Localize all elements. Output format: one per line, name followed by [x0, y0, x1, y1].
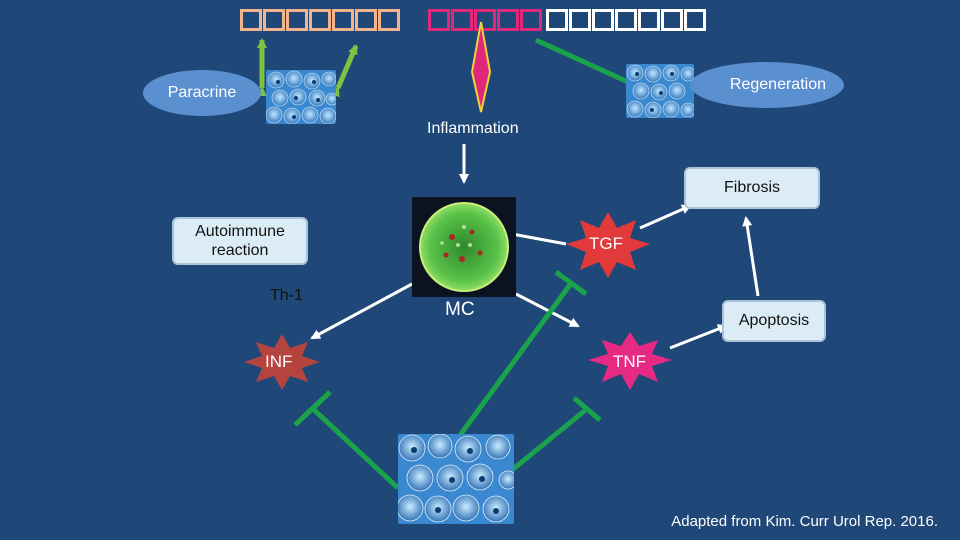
- regeneration-link: [534, 37, 630, 85]
- title-glyph-box: [638, 9, 660, 31]
- tgf-fibrosis-arrow: [639, 204, 692, 230]
- apoptosis-label: Apoptosis: [738, 312, 810, 330]
- tnf-label: TNF: [613, 352, 647, 371]
- inhibit-tnf-line: [510, 406, 590, 472]
- title-glyph-box: [263, 9, 285, 31]
- inhibit-inf-line: [310, 406, 400, 490]
- title-glyph-box: [240, 9, 262, 31]
- citation-text: Adapted from Kim. Curr Urol Rep. 2016.: [671, 513, 938, 530]
- title-glyph-box: [592, 9, 614, 31]
- inhibit-tnf-bar: [572, 396, 602, 422]
- tnf-apoptosis-arrow: [669, 324, 728, 350]
- paracrine-label: Paracrine: [167, 84, 237, 101]
- title-glyph-box: [615, 9, 637, 31]
- title-glyph-box: [355, 9, 377, 31]
- title-glyph-box: [286, 9, 308, 31]
- fibrosis-label: Fibrosis: [723, 179, 780, 197]
- title-glyph-box: [546, 9, 568, 31]
- inflammation-diamond-arrow: [470, 21, 492, 113]
- mc-tgf-line: [511, 232, 567, 246]
- title-glyph-box: [497, 9, 519, 31]
- tgf-label: TGF: [589, 234, 623, 253]
- stem-cells-image-regeneration: [626, 64, 694, 118]
- title-glyph-box: [569, 9, 591, 31]
- title-glyph-box: [661, 9, 683, 31]
- title-glyph-box: [309, 9, 331, 31]
- inflammation-label: Inflammation: [427, 120, 519, 137]
- title-glyphs-pink: [428, 6, 542, 36]
- mc-label: MC: [445, 299, 475, 320]
- th1-label: Th-1: [270, 287, 303, 304]
- title-glyph-box: [332, 9, 354, 31]
- tgf-star: [566, 212, 650, 278]
- title-glyph-box: [378, 9, 400, 31]
- title-glyph-box: [451, 9, 473, 31]
- mc-tnf-arrow: [515, 292, 580, 328]
- title-glyphs-white: [546, 6, 706, 36]
- inhibit-tgf-line: [455, 280, 575, 440]
- title-glyphs-orange: [240, 6, 400, 36]
- title-glyph-box: [428, 9, 450, 31]
- mast-cell-image: [412, 197, 516, 297]
- regeneration-label: Regeneration: [729, 76, 826, 93]
- autoimmune-node: Autoimmune reaction: [172, 217, 308, 265]
- regeneration-node: Regeneration: [690, 62, 844, 108]
- inf-star: [244, 334, 320, 390]
- stem-cells-image-bottom: [398, 434, 514, 524]
- inhibit-inf-bar: [293, 390, 332, 427]
- fibrosis-node: Fibrosis: [684, 167, 820, 209]
- stem-cells-image-paracrine: [266, 70, 336, 124]
- paracrine-node: Paracrine: [143, 70, 261, 116]
- autoimmune-label: Autoimmune reaction: [195, 222, 285, 259]
- tnf-star: [588, 332, 672, 390]
- apoptosis-fibrosis-arrow: [742, 216, 760, 297]
- inf-label: INF: [265, 352, 293, 371]
- inhibit-tgf-bar: [554, 269, 588, 297]
- paracrine-right-arrow: [330, 44, 359, 98]
- apoptosis-node: Apoptosis: [722, 300, 826, 342]
- title-glyph-box: [684, 9, 706, 31]
- title-glyph-box: [520, 9, 542, 31]
- mc-inf-arrow: [310, 282, 413, 340]
